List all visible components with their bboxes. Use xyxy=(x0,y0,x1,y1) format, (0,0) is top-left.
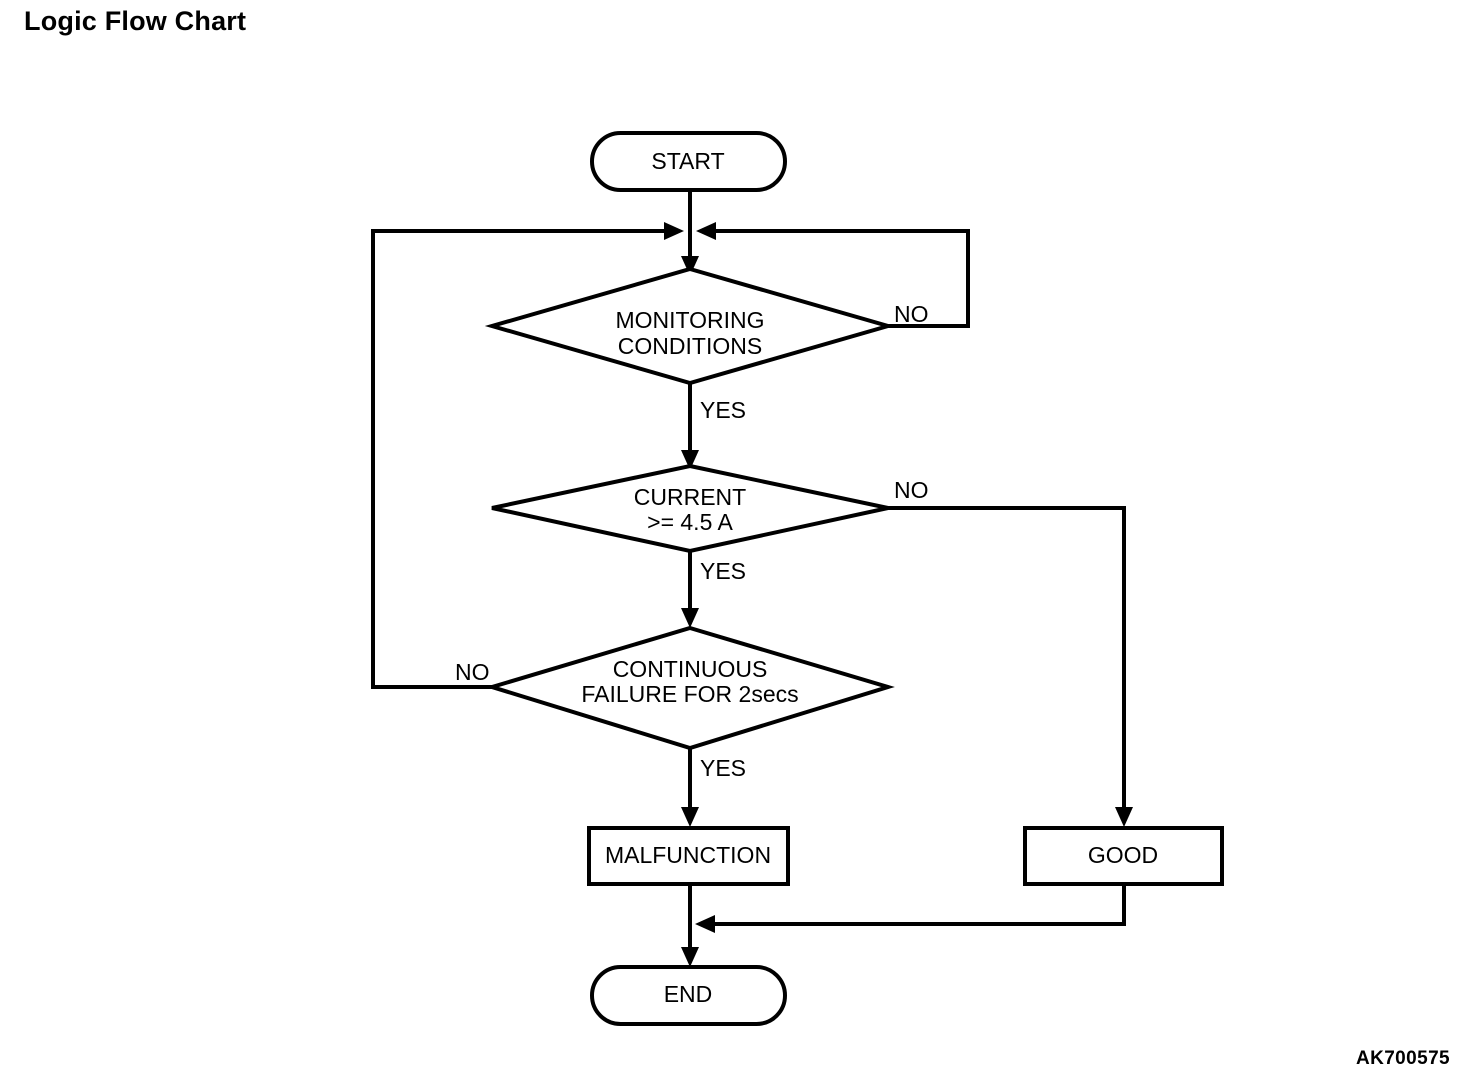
arrowhead-down-to-malfunction xyxy=(681,807,699,827)
start-shape xyxy=(590,131,787,192)
current-threshold-label-line1: CURRENT xyxy=(634,484,746,510)
continuous-failure-shape xyxy=(485,625,895,751)
edge-start-to-junction xyxy=(681,190,699,276)
monitoring-conditions-label-line1: MONITORING xyxy=(615,307,764,333)
monitoring-conditions-shape xyxy=(484,266,896,386)
node-start[interactable]: START xyxy=(590,131,787,192)
edge-current-no-to-good xyxy=(888,506,1133,827)
edge-line xyxy=(888,506,1126,818)
page-title: Logic Flow Chart xyxy=(24,6,247,36)
arrowhead-down-to-current xyxy=(681,450,699,470)
arrowhead-down-to-good xyxy=(1115,807,1133,827)
edge-good-to-end xyxy=(695,884,1126,933)
edge-malfunction-to-end xyxy=(681,884,699,967)
arrowhead-down-to-monitoring xyxy=(681,256,699,276)
start-label: START xyxy=(651,148,724,174)
end-shape xyxy=(590,965,787,1026)
arrowhead-left-into-junction xyxy=(696,222,716,240)
malfunction-label: MALFUNCTION xyxy=(605,842,771,868)
arrowhead-down-to-continuous xyxy=(681,608,699,628)
monitoring-yes-label: YES xyxy=(700,397,746,423)
current-no-label: NO xyxy=(894,477,929,503)
continuous-no-label: NO xyxy=(455,659,490,685)
node-end[interactable]: END xyxy=(590,965,787,1026)
figure-code: AK700575 xyxy=(1355,1048,1450,1069)
good-label: GOOD xyxy=(1088,842,1158,868)
edge-monitoring-no-loop xyxy=(696,222,970,328)
malfunction-shape xyxy=(587,826,790,886)
current-threshold-label-line2: >= 4.5 A xyxy=(647,509,733,535)
edge-continuous-no-loop xyxy=(371,222,684,689)
continuous-yes-label: YES xyxy=(700,755,746,781)
node-continuous-failure[interactable]: CONTINUOUS FAILURE FOR 2secs xyxy=(485,625,895,751)
end-label: END xyxy=(664,981,713,1007)
continuous-failure-label-line1: CONTINUOUS xyxy=(613,656,768,682)
current-yes-label: YES xyxy=(700,558,746,584)
edge-line xyxy=(707,229,970,328)
monitoring-no-label: NO xyxy=(894,301,929,327)
arrowhead-right-into-junction xyxy=(664,222,684,240)
arrowhead-left-into-end-line xyxy=(695,915,715,933)
node-current-threshold[interactable]: CURRENT >= 4.5 A xyxy=(491,463,889,554)
continuous-failure-label-line2: FAILURE FOR 2secs xyxy=(581,681,798,707)
edge-monitoring-yes xyxy=(681,383,699,470)
arrowhead-down-to-end xyxy=(681,947,699,967)
monitoring-conditions-label-line2: CONDITIONS xyxy=(618,333,762,359)
node-good[interactable]: GOOD xyxy=(1023,826,1224,886)
node-monitoring-conditions[interactable]: MONITORING CONDITIONS xyxy=(484,266,896,386)
edge-current-yes xyxy=(681,551,699,628)
edge-line xyxy=(371,229,673,689)
good-shape xyxy=(1023,826,1224,886)
current-threshold-shape xyxy=(491,463,889,554)
edge-line xyxy=(706,884,1126,926)
edge-continuous-yes xyxy=(681,748,699,827)
node-malfunction[interactable]: MALFUNCTION xyxy=(587,826,790,886)
